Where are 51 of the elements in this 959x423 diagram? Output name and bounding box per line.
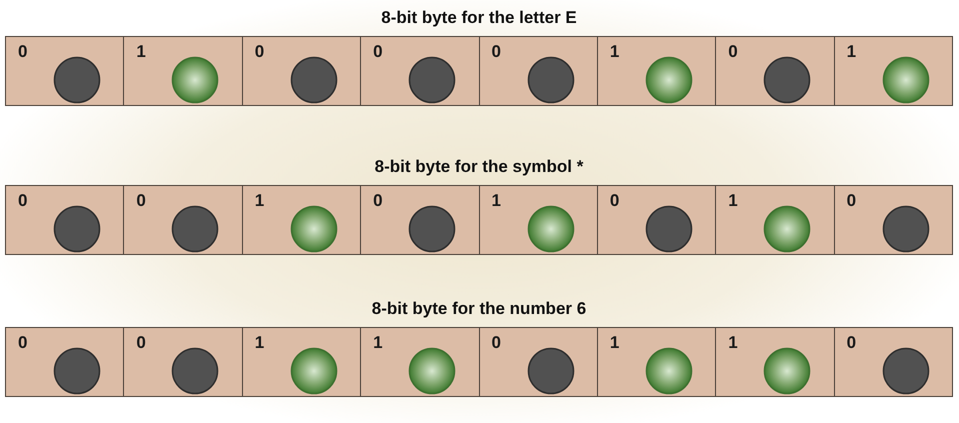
bit-value: 0 (846, 191, 856, 211)
bit-cell (598, 327, 716, 397)
bit-cell (124, 185, 243, 255)
bit-value: 1 (492, 191, 501, 211)
bit-value: 1 (728, 333, 738, 353)
bit-cell (598, 36, 716, 106)
bit-value: 0 (373, 42, 383, 62)
bit-cell (242, 36, 362, 106)
bit-cell (716, 185, 835, 255)
row-heading: 8-bit byte for the number 6 (372, 298, 586, 320)
bit-cell (361, 327, 480, 397)
bit-cell (242, 185, 362, 255)
bit-cell (716, 327, 835, 397)
bit-value: 0 (18, 191, 28, 211)
bit-cell (834, 36, 953, 106)
bit-value: 1 (373, 333, 383, 353)
bit-cell (834, 185, 953, 255)
bit-value: 1 (136, 42, 146, 62)
bit-value: 0 (846, 333, 856, 353)
bit-value: 1 (254, 333, 264, 353)
bit-cell (5, 185, 124, 255)
bit-value: 0 (728, 42, 738, 62)
bit-cell (598, 185, 716, 255)
bit-cell (480, 185, 598, 255)
bit-value: 1 (728, 191, 738, 211)
bit-value: 0 (492, 42, 501, 62)
bit-value: 0 (492, 333, 501, 353)
bit-value: 1 (610, 333, 620, 353)
bit-cell (242, 327, 362, 397)
bit-cell (361, 36, 480, 106)
bit-value: 1 (846, 42, 856, 62)
bit-cell (5, 327, 124, 397)
bit-cell (124, 36, 243, 106)
bit-value: 0 (136, 333, 146, 353)
bit-value: 0 (18, 42, 28, 62)
bit-cell (361, 185, 480, 255)
bit-cell (834, 327, 953, 397)
bit-value: 0 (136, 191, 146, 211)
bit-cell (480, 327, 598, 397)
row-heading: 8-bit byte for the symbol * (374, 156, 584, 178)
bit-value: 1 (610, 42, 620, 62)
bit-value: 0 (254, 42, 264, 62)
bit-value: 0 (610, 191, 620, 211)
bit-cell (124, 327, 243, 397)
bit-cell (716, 36, 835, 106)
bit-value: 0 (373, 191, 383, 211)
bit-cell (480, 36, 598, 106)
bit-cell (5, 36, 124, 106)
bit-value: 0 (18, 333, 28, 353)
bit-value: 1 (254, 191, 264, 211)
row-heading: 8-bit byte for the letter E (381, 7, 577, 29)
